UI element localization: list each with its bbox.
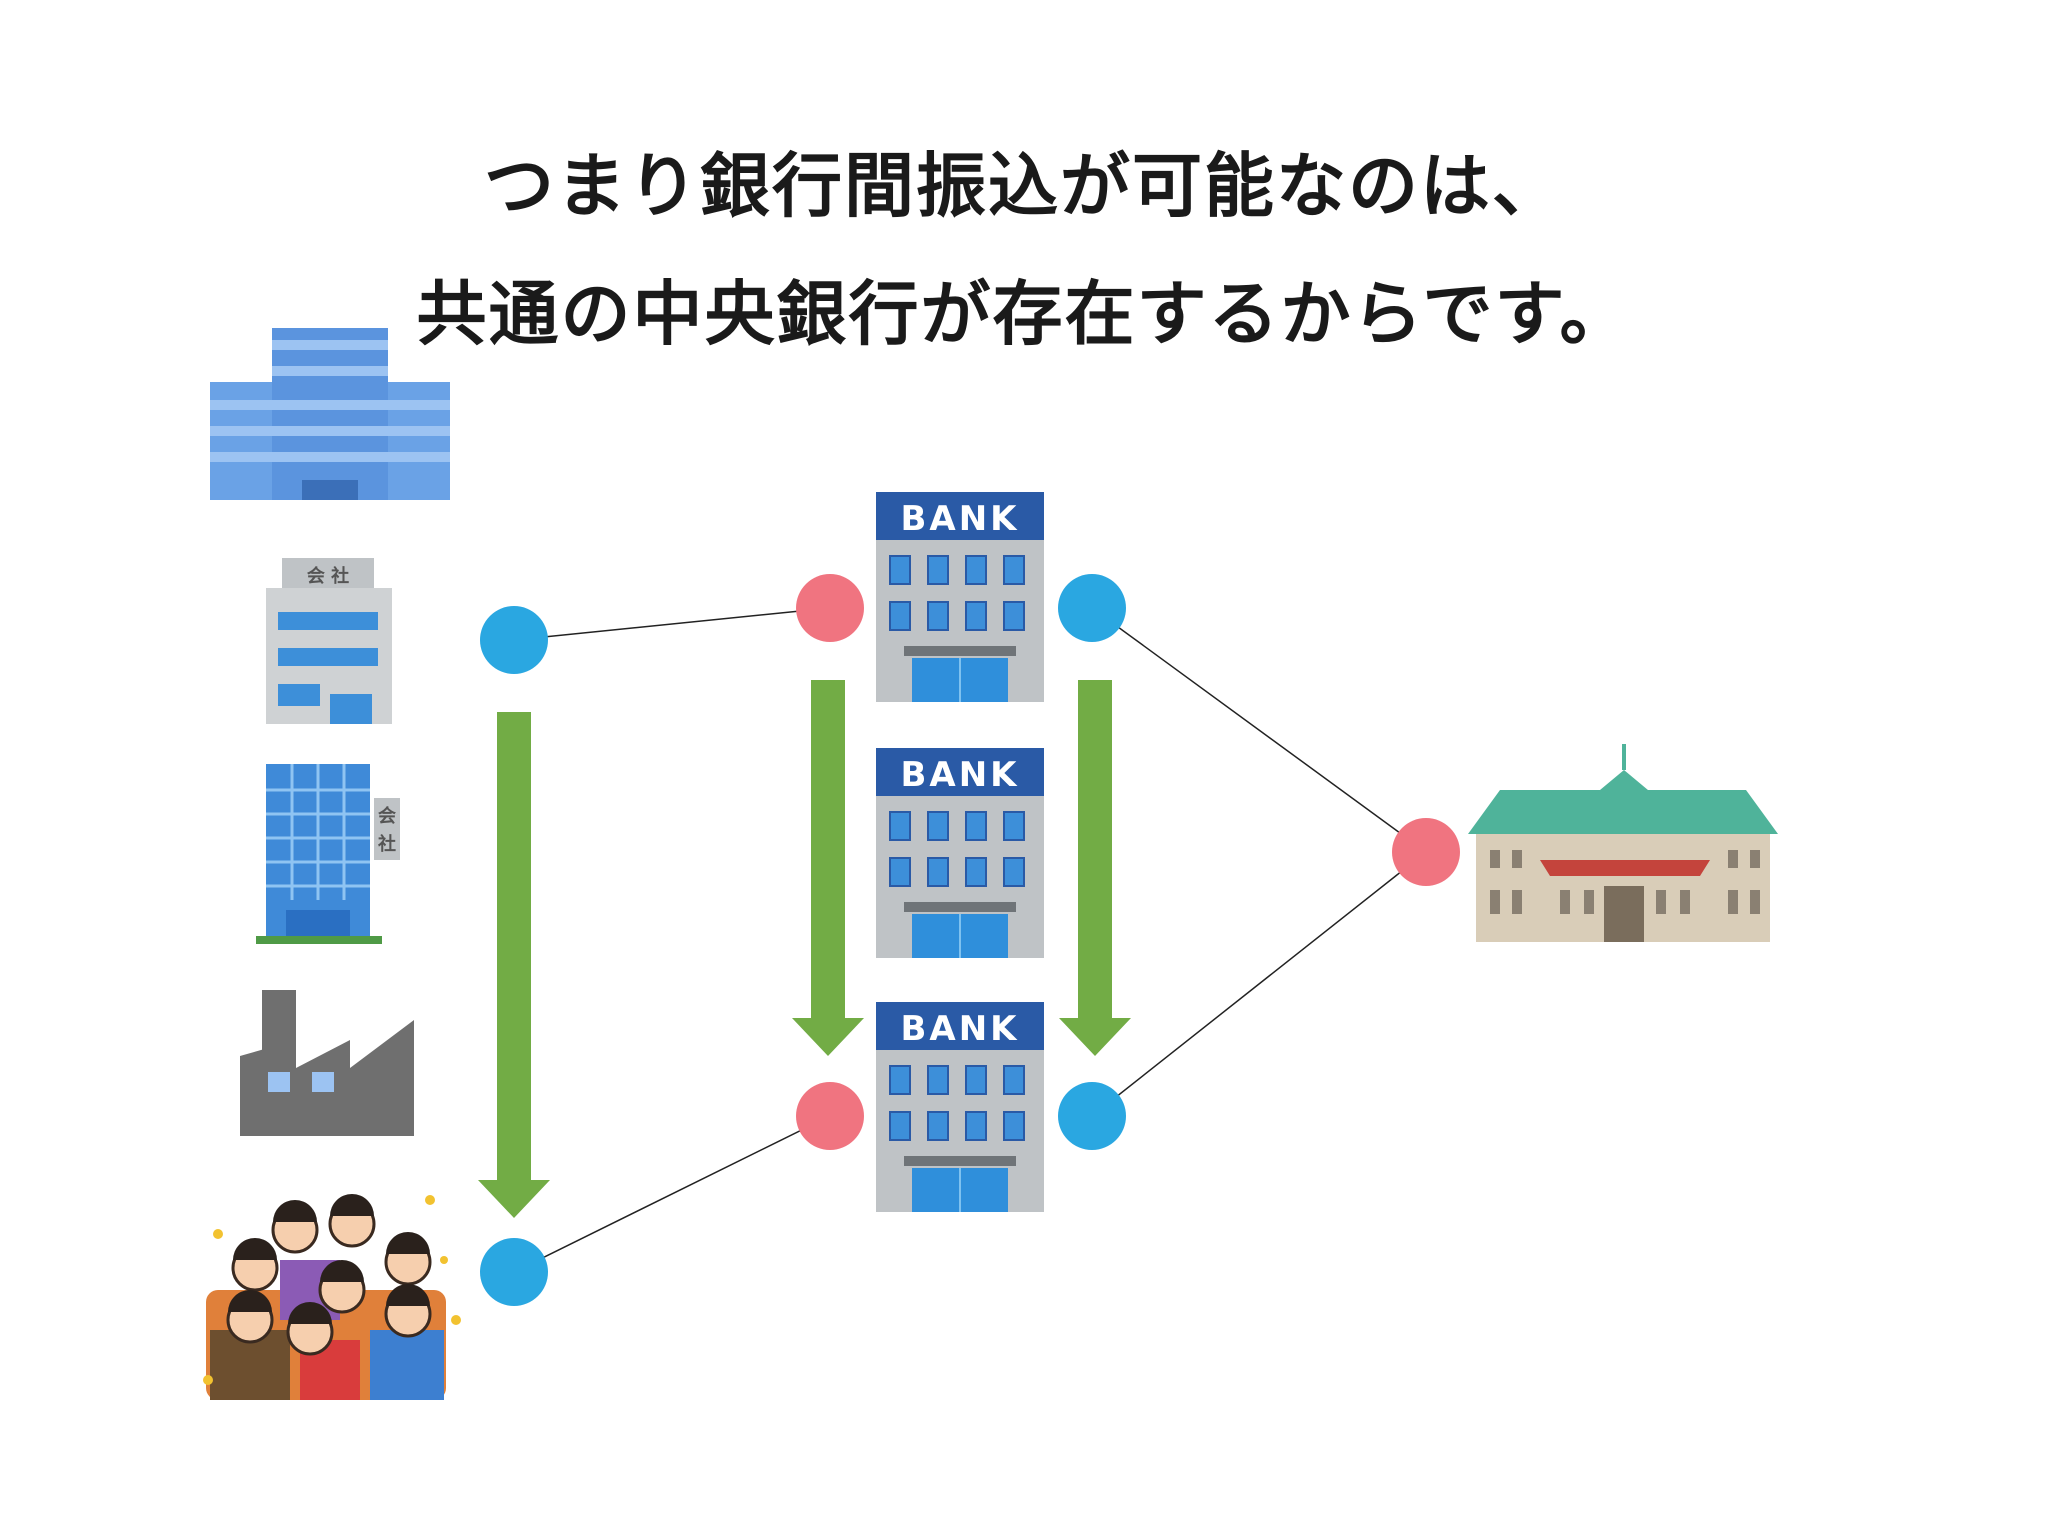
bank-building-icon-a: BANK <box>875 491 1045 703</box>
network-nodes <box>480 574 1460 1306</box>
line-sender-to-bank-a <box>513 607 831 641</box>
arrow-down-middle <box>792 680 864 1056</box>
headline-line-2: 共通の中央銀行が存在するからです。 <box>416 273 1632 355</box>
headline-line-1: つまり銀行間振込が可能なのは、 <box>484 145 1564 227</box>
bank-c-central-node <box>1058 1082 1126 1150</box>
office-tower-icon <box>210 328 450 500</box>
factory-icon <box>240 990 414 1136</box>
line-central-bank-to-bank-c <box>1091 851 1427 1117</box>
central-bank-building-icon <box>1468 744 1778 942</box>
transfer-arrows <box>478 680 1131 1218</box>
arrow-down-right <box>1059 680 1131 1056</box>
sender-node <box>480 606 548 674</box>
company-sign-top: 会 <box>378 805 396 827</box>
company-highrise-icon: 会 社 <box>256 764 400 944</box>
bank-building-icon-c: BANK <box>875 1001 1045 1213</box>
bank-sign-b: BANK <box>900 755 1019 795</box>
bank-a-customer-node <box>796 574 864 642</box>
central-bank-node <box>1392 818 1460 886</box>
bank-sign-a: BANK <box>900 499 1019 539</box>
company-sign: 会 社 <box>307 565 349 587</box>
bank-a-central-node <box>1058 574 1126 642</box>
bank-c-customer-node <box>796 1082 864 1150</box>
line-bank-c-to-receiver <box>513 1115 831 1273</box>
receiver-node <box>480 1238 548 1306</box>
arrow-down-left <box>478 712 550 1218</box>
line-bank-a-to-central-bank <box>1091 607 1427 853</box>
bank-sign-c: BANK <box>900 1009 1019 1049</box>
company-sign-bottom: 社 <box>378 833 396 855</box>
crowd-of-people-icon <box>203 1194 461 1400</box>
bank-building-icon-b: BANK <box>875 747 1045 959</box>
connection-lines <box>513 607 1427 1273</box>
company-building-icon: 会 社 <box>266 558 392 724</box>
